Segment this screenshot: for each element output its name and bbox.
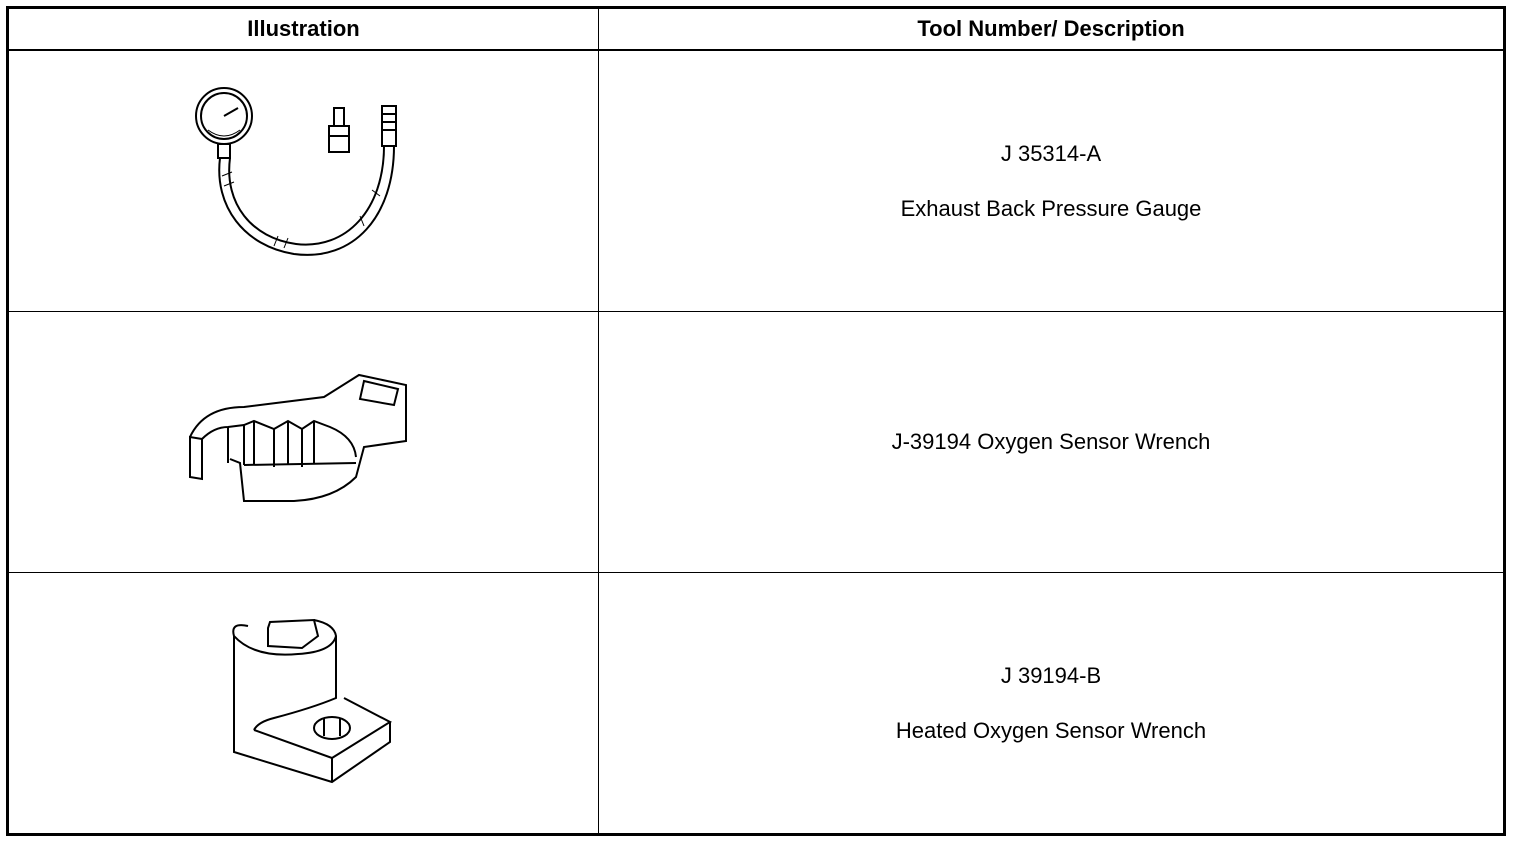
tool-number: J 35314-A — [1000, 140, 1102, 166]
illustration-cell — [7, 49, 599, 312]
tools-table: Illustration Tool Number/ Description — [6, 6, 1506, 836]
description-cell: J 39194-B Heated Oxygen Sensor Wrench — [598, 572, 1505, 835]
crowfoot-wrench-icon — [188, 373, 407, 502]
table-row: J 39194-B Heated Oxygen Sensor Wrench — [7, 572, 1505, 835]
illustration-cell — [7, 311, 599, 573]
tool-description: Exhaust Back Pressure Gauge — [900, 195, 1202, 221]
table-row: J 35314-A Exhaust Back Pressure Gauge — [7, 49, 1505, 312]
header-description: Tool Number/ Description — [598, 7, 1505, 51]
tool-description: J-39194 Oxygen Sensor Wrench — [891, 429, 1211, 454]
description-cell: J 35314-A Exhaust Back Pressure Gauge — [598, 49, 1505, 312]
sensor-socket-icon — [231, 618, 392, 784]
illustration-cell — [7, 572, 599, 835]
tool-number: J 39194-B — [1000, 662, 1102, 688]
tool-description: Heated Oxygen Sensor Wrench — [895, 717, 1207, 743]
table-row: J-39194 Oxygen Sensor Wrench — [7, 311, 1505, 573]
pressure-gauge-icon — [194, 87, 397, 256]
header-illustration: Illustration — [7, 7, 599, 51]
header-row: Illustration Tool Number/ Description — [7, 7, 1505, 51]
description-cell: J-39194 Oxygen Sensor Wrench — [598, 311, 1505, 573]
